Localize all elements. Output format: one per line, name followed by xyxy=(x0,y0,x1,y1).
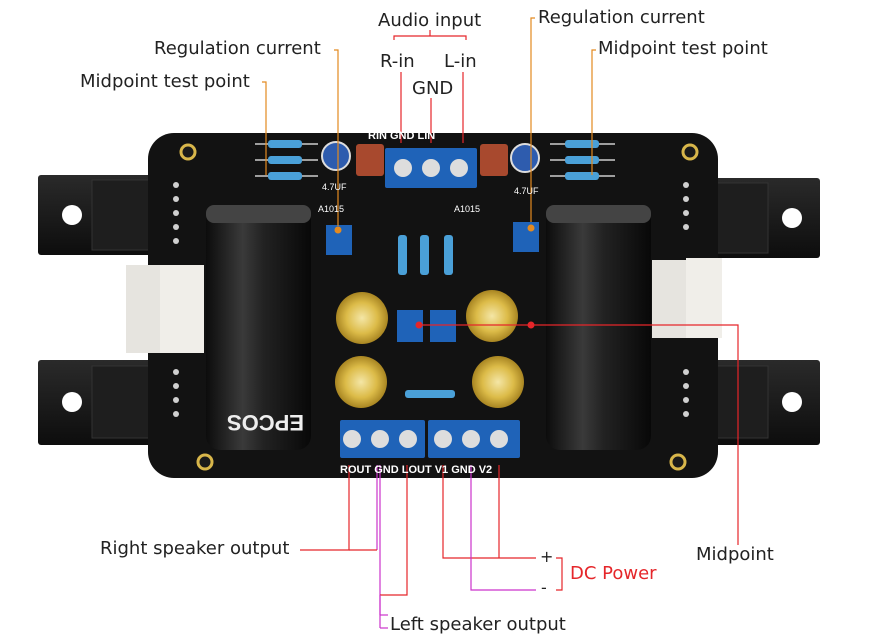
regulation-current-left-label: Regulation current xyxy=(154,38,321,59)
cap-label-left: 4.7UF xyxy=(322,182,347,192)
midpoint-test-left-label: Midpoint test point xyxy=(80,71,250,92)
gold-capacitors xyxy=(335,290,524,408)
terminal-top-silk: RIN GND LIN xyxy=(368,130,435,142)
input-terminal xyxy=(385,148,477,188)
l-in-label: L-in xyxy=(444,51,477,72)
heatsink-right-top xyxy=(690,178,820,258)
regulation-current-right-label: Regulation current xyxy=(538,7,705,28)
audio-input-label: Audio input xyxy=(378,10,482,31)
r-in-label: R-in xyxy=(380,51,415,72)
transistor-label-left: A1015 xyxy=(318,204,344,214)
dc-power-label: DC Power xyxy=(570,563,657,584)
big-capacitor-right xyxy=(546,205,651,450)
plus-label: + xyxy=(540,547,554,566)
transistor-label-right: A1015 xyxy=(454,204,480,214)
midpoint-label: Midpoint xyxy=(696,544,774,565)
gnd-label: GND xyxy=(412,78,454,99)
terminal-bottom-silk: ROUT GND LOUT V1 GND V2 xyxy=(340,464,492,476)
cap-label-right: 4.7UF xyxy=(514,186,539,196)
big-capacitor-left xyxy=(206,205,311,450)
right-speaker-output-label: Right speaker output xyxy=(100,538,290,559)
left-speaker-output-label: Left speaker output xyxy=(390,614,566,635)
minus-label: - xyxy=(541,578,547,597)
midpoint-test-right-label: Midpoint test point xyxy=(598,38,768,59)
cap-brand-text: EPCOS xyxy=(227,410,304,435)
output-terminal xyxy=(340,420,520,458)
thermal-block xyxy=(126,265,162,353)
